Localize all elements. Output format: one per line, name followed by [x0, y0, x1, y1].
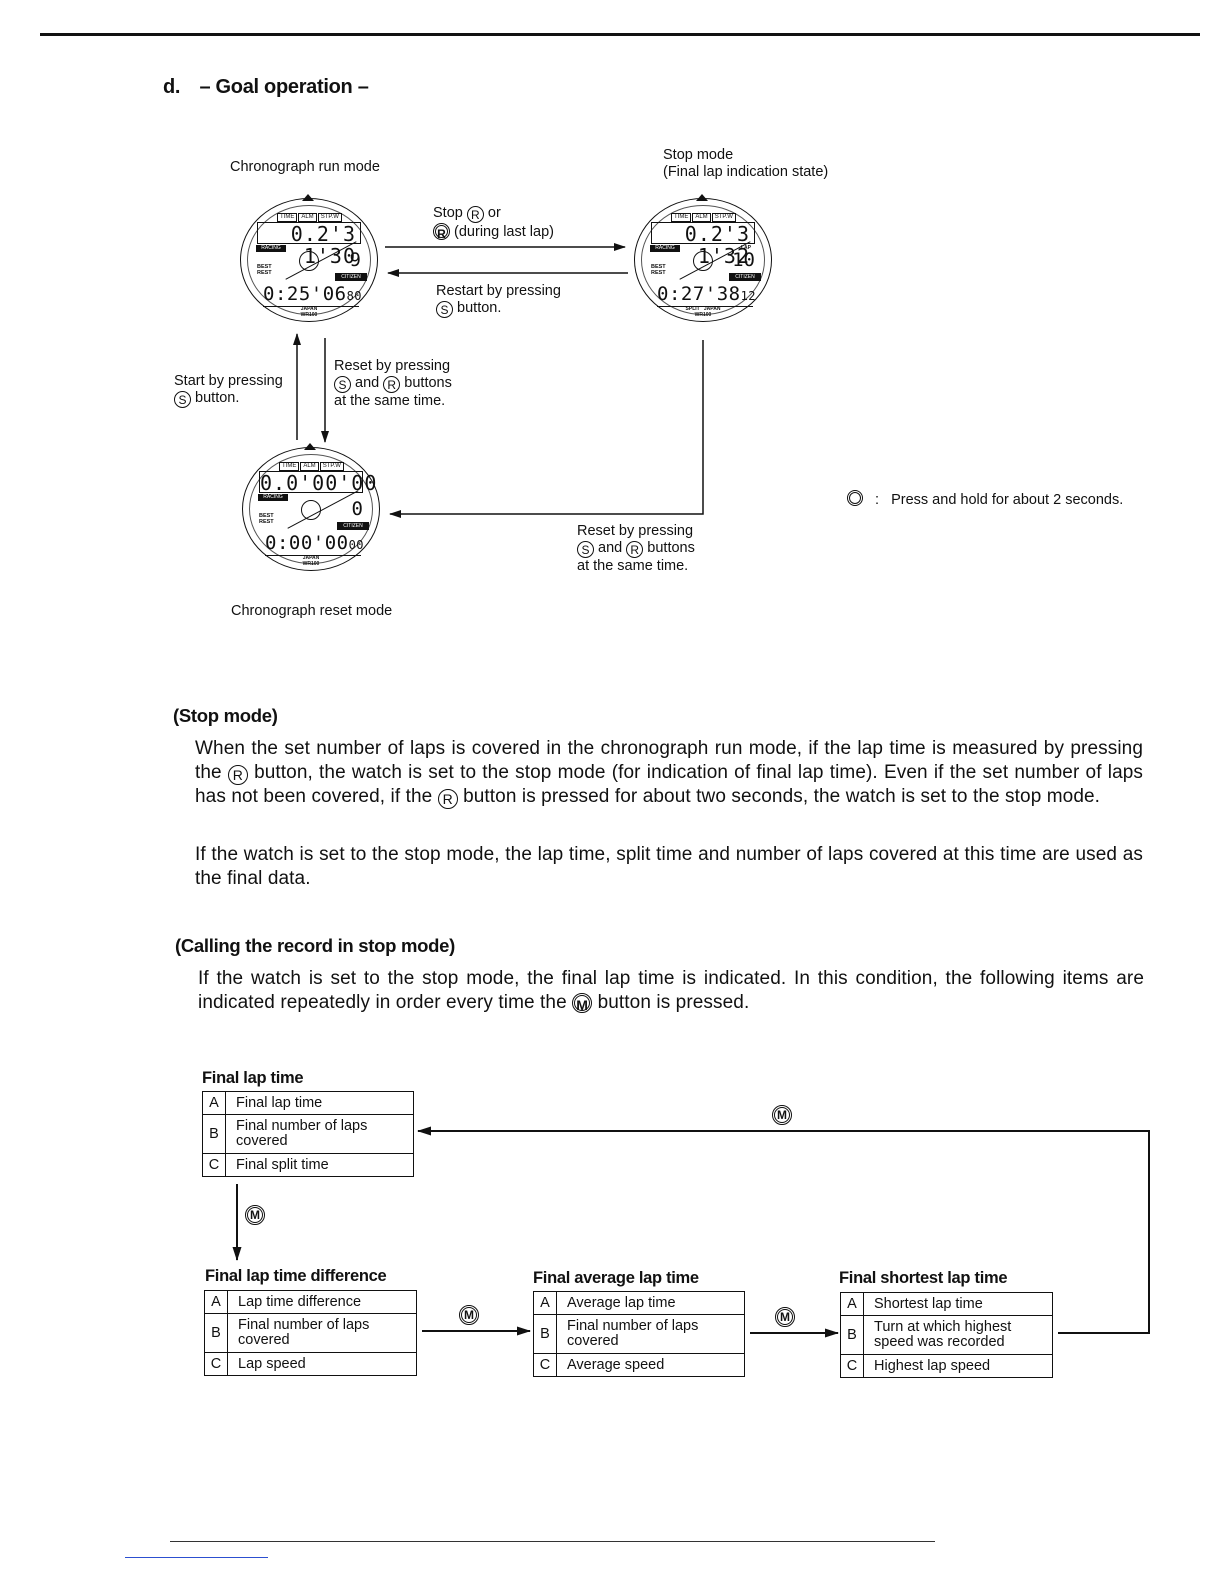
mode-flow-arrows — [293, 243, 704, 518]
stop-arrow-label: Stop R or R (during last lap) — [433, 205, 554, 241]
calling-paragraph: If the watch is set to the stop mode, th… — [198, 968, 1144, 1013]
racing-indicator: RACING — [650, 245, 680, 252]
stop-mode-label: Stop mode (Final lap indication state) — [663, 147, 829, 180]
m-button-icon: M — [459, 1305, 479, 1325]
reset-mode-label: Chronograph reset mode — [231, 603, 393, 619]
lap-count-display: 0 — [351, 498, 363, 520]
start-arrow-label: Start by pressing S button. — [174, 373, 283, 408]
crown-marker-icon — [302, 194, 314, 201]
ring-icon — [299, 251, 319, 271]
m-button-icon: M — [245, 1205, 265, 1225]
stop-mode-heading: (Stop mode) — [173, 705, 278, 726]
table-title-average-lap-time: Final average lap time — [533, 1269, 699, 1287]
record-flow-arrows — [232, 1126, 1150, 1338]
s-button-icon: S — [436, 301, 453, 318]
bottom-display: 0:25'0680 — [263, 283, 363, 307]
crown-marker-icon — [696, 194, 708, 201]
section-title: – Goal operation – — [199, 76, 369, 98]
bottom-blue-rule — [125, 1557, 268, 1558]
bottom-display: 0:00'0000 — [265, 532, 365, 556]
restart-arrow-label: Restart by pressing S button. — [436, 283, 561, 318]
top-display: 0.0'00'00 — [259, 471, 378, 495]
s-button-icon: S — [174, 391, 191, 408]
lap-count-display: 9 — [349, 249, 361, 271]
ring-icon — [301, 500, 321, 520]
racing-indicator: RACING — [258, 494, 288, 501]
s-button-icon: S — [334, 376, 351, 393]
stop-mode-paragraph-1: When the set number of laps is covered i… — [195, 738, 1144, 809]
hold-button-icon — [847, 490, 863, 506]
lap-count-display: 10 — [732, 249, 755, 271]
m-button-icon: M — [772, 1105, 792, 1125]
r-button-icon: R — [626, 541, 644, 558]
s-button-icon: S — [577, 541, 594, 558]
top-display: 0.2'3 1'30 — [257, 222, 361, 267]
hold-legend: : Press and hold for about 2 seconds. — [847, 490, 1123, 509]
m-button-icon: M — [572, 993, 593, 1013]
m-button-icon: M — [775, 1307, 795, 1327]
lap-indicator: LAP — [741, 245, 751, 251]
run-mode-label: Chronograph run mode — [230, 159, 380, 175]
top-rule — [40, 33, 1200, 36]
brand-badge: CITIZEN — [335, 273, 367, 281]
r-button-icon: R — [437, 789, 458, 809]
r-button-icon: R — [383, 376, 401, 393]
reset-right-arrow-label: Reset by pressing S and R buttons at the… — [577, 523, 695, 574]
top-display: 0.2'3 1'32 — [651, 222, 755, 267]
brand-badge: CITIZEN — [729, 273, 761, 281]
r-button-icon: R — [466, 206, 484, 223]
reset-left-arrow-label: Reset by pressing S and R buttons at the… — [334, 358, 452, 409]
crown-marker-icon — [304, 443, 316, 450]
r-button-hold-icon: R — [433, 223, 450, 241]
racing-indicator: RACING — [256, 245, 286, 252]
stop-mode-paragraph-2: If the watch is set to the stop mode, th… — [195, 844, 1143, 889]
table-title-lap-time-difference: Final lap time difference — [205, 1267, 387, 1285]
table-title-shortest-lap-time: Final shortest lap time — [839, 1269, 1008, 1287]
r-button-icon: R — [227, 765, 248, 785]
ring-icon — [693, 251, 713, 271]
table-title-final-lap-time: Final lap time — [202, 1069, 304, 1087]
brand-badge: CITIZEN — [337, 522, 369, 530]
calling-heading: (Calling the record in stop mode) — [175, 935, 455, 956]
bottom-rule — [170, 1541, 935, 1542]
section-heading: d. – Goal operation – — [163, 76, 369, 99]
bottom-display: 0:27'3812 — [657, 283, 757, 307]
section-letter: d. — [163, 76, 181, 98]
